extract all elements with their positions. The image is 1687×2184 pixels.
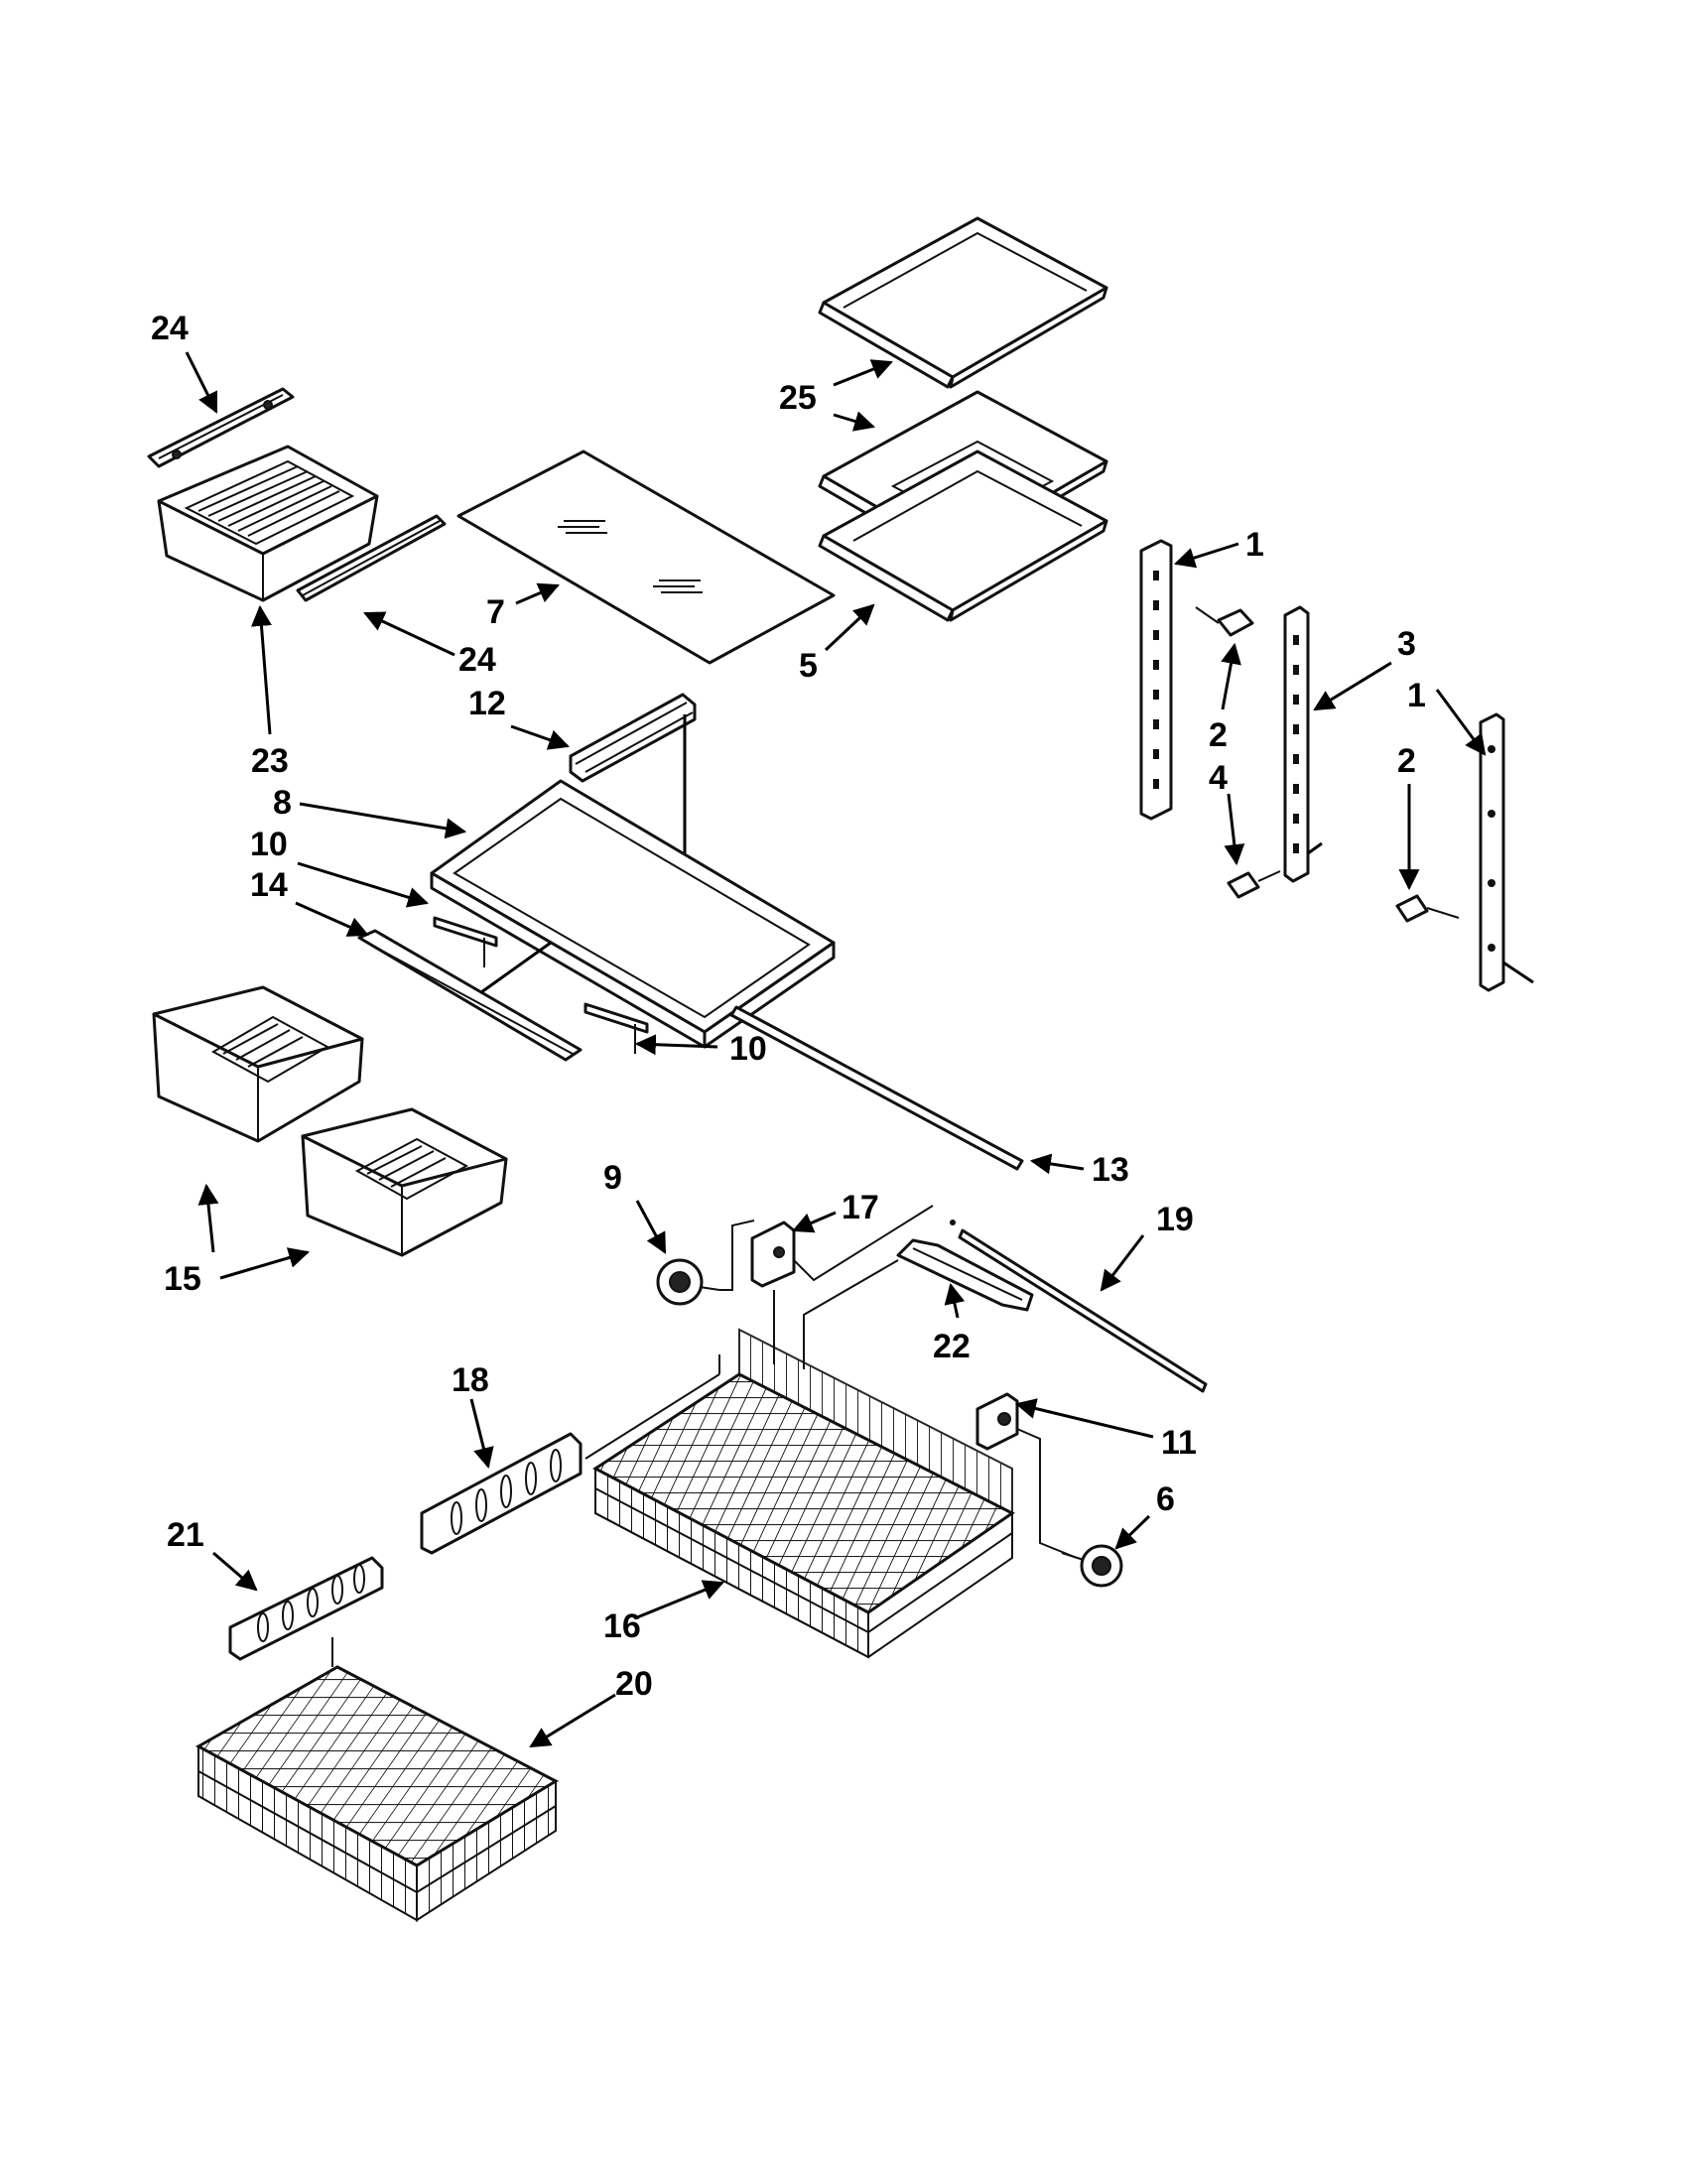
part-1-ladder-right — [1479, 712, 1534, 992]
callout-2-lower: 2 — [1397, 742, 1416, 780]
part-24-rail-top — [147, 387, 295, 468]
part-9-gear — [656, 1220, 755, 1306]
callout-17: 17 — [842, 1189, 879, 1226]
callout-2-upper: 2 — [1209, 716, 1228, 754]
callout-1-upper: 1 — [1245, 526, 1264, 564]
callout-3: 3 — [1397, 625, 1416, 663]
callout-10-upper: 10 — [250, 826, 288, 863]
part-6-gear — [1061, 1544, 1123, 1588]
callout-22: 22 — [933, 1328, 971, 1365]
part-25-shelf-upper — [818, 216, 1108, 389]
part-21-divider — [228, 1556, 384, 1661]
part-22-slide — [803, 1238, 1034, 1369]
leader-lines — [185, 351, 1487, 1748]
part-16-wire-basket — [584, 1328, 1015, 1659]
callout-9: 9 — [603, 1159, 622, 1197]
callout-23: 23 — [251, 742, 289, 780]
callout-14: 14 — [250, 866, 288, 904]
callout-20: 20 — [615, 1665, 653, 1703]
part-10-clip-upper — [433, 916, 498, 967]
part-15-bin-left — [152, 985, 364, 1143]
callout-labels: 24 24 23 7 12 8 10 14 10 25 5 1 2 4 3 1 … — [151, 310, 1426, 1703]
callout-15: 15 — [164, 1260, 201, 1298]
part-1-ladder-left — [1139, 539, 1173, 821]
callout-8: 8 — [273, 784, 292, 822]
callout-24-lower: 24 — [458, 641, 496, 679]
callout-10-lower: 10 — [729, 1030, 767, 1068]
callout-6: 6 — [1156, 1480, 1175, 1518]
part-10-clip-lower — [584, 1002, 649, 1054]
callout-24-upper: 24 — [151, 310, 189, 347]
callout-18: 18 — [452, 1361, 489, 1399]
part-11-bracket — [975, 1392, 1078, 1559]
callout-25: 25 — [779, 379, 817, 417]
part-3-ladder-middle — [1283, 605, 1323, 883]
callout-19: 19 — [1156, 1201, 1194, 1238]
callout-4: 4 — [1209, 759, 1228, 797]
part-14-trim — [357, 929, 583, 1062]
part-15-bin-right — [301, 1107, 508, 1257]
part-5-shelf-lower — [818, 450, 1108, 622]
part-17-bracket — [750, 1205, 934, 1364]
part-7-glass-shelf — [456, 450, 836, 665]
part-12-bracket — [569, 693, 697, 863]
callout-12: 12 — [468, 685, 506, 722]
part-4-screw — [1227, 870, 1281, 899]
part-2-screw-upper — [1195, 606, 1254, 637]
callout-1-lower: 1 — [1407, 677, 1426, 714]
part-13-rod — [729, 1005, 1024, 1171]
part-23-drawer — [157, 445, 379, 602]
part-8-shelf-frame — [430, 779, 836, 1049]
part-19-rod — [950, 1220, 1208, 1393]
part-24-rail-lower — [296, 514, 447, 602]
part-2-screw-lower — [1395, 894, 1460, 923]
callout-5: 5 — [799, 647, 818, 685]
part-18-divider — [420, 1432, 583, 1555]
callout-11: 11 — [1161, 1424, 1197, 1462]
callout-16: 16 — [603, 1607, 641, 1645]
part-20-wire-basket — [195, 1637, 560, 1922]
callout-21: 21 — [167, 1516, 204, 1554]
callout-7: 7 — [486, 593, 505, 631]
callout-13: 13 — [1092, 1151, 1129, 1189]
